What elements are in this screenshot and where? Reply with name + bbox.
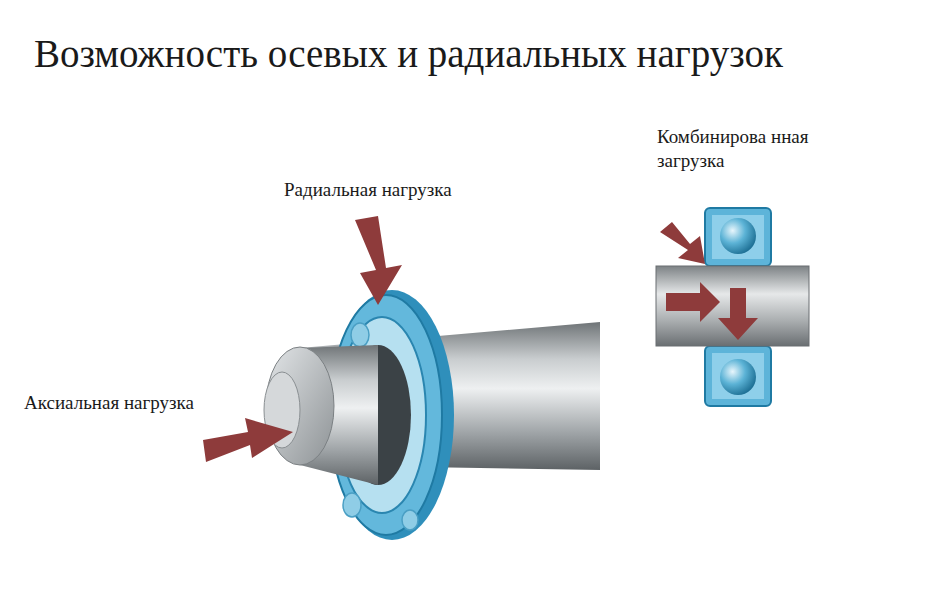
section-shaft [656, 266, 809, 346]
section-ring-top-inner [712, 215, 764, 259]
combined-arrow-axial [666, 282, 720, 322]
radial-arrow [355, 216, 402, 305]
diagram-title: Возможность осевых и радиальных нагрузок [34, 30, 783, 79]
combined-arrow-diagonal [660, 222, 705, 264]
axial-arrow [203, 418, 293, 462]
section-ring-bottom [705, 346, 771, 406]
section-ring-bottom-inner [712, 353, 764, 399]
load-label: Комбинирова нная загрузка [657, 125, 817, 173]
load-label: Аксиальная нагрузка [24, 391, 194, 415]
section-ball [720, 359, 756, 395]
section-ball [720, 218, 756, 254]
combined-arrow-radial [718, 288, 758, 340]
section-ring-top [705, 208, 771, 266]
load-label: Радиальная нагрузка [284, 178, 452, 202]
